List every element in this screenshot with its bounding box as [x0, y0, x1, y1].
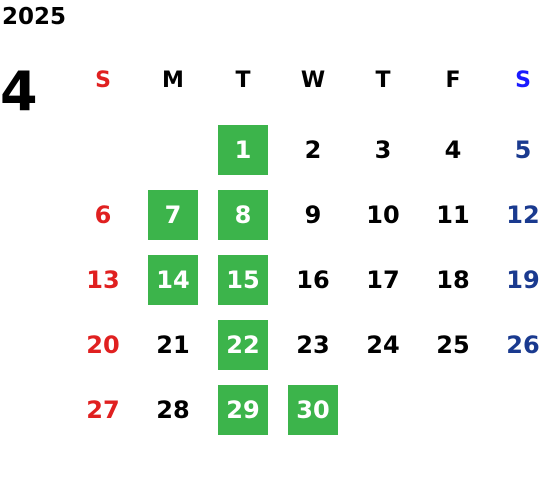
calendar-day[interactable]: 4 — [444, 136, 462, 164]
weekday-header: S — [515, 68, 531, 93]
calendar-day[interactable]: 27 — [86, 396, 120, 424]
weekday-header: M — [162, 68, 184, 93]
calendar-day[interactable]: 17 — [366, 266, 400, 294]
calendar-day[interactable]: 3 — [374, 136, 392, 164]
calendar-day[interactable]: 30 — [288, 385, 338, 435]
weekday-header: F — [445, 68, 461, 93]
calendar-day[interactable]: 15 — [218, 255, 268, 305]
weekday-header: W — [300, 68, 326, 93]
calendar-day[interactable]: 1 — [218, 125, 268, 175]
calendar-day[interactable]: 26 — [506, 331, 540, 359]
calendar-day[interactable]: 29 — [218, 385, 268, 435]
calendar-day[interactable]: 22 — [218, 320, 268, 370]
calendar-day[interactable]: 12 — [506, 201, 540, 229]
calendar-day[interactable]: 8 — [218, 190, 268, 240]
calendar-day[interactable]: 25 — [436, 331, 470, 359]
calendar-day[interactable]: 5 — [514, 136, 532, 164]
calendar-day[interactable]: 6 — [94, 201, 112, 229]
calendar-day[interactable]: 9 — [304, 201, 322, 229]
calendar-day[interactable]: 18 — [436, 266, 470, 294]
calendar-day[interactable]: 19 — [506, 266, 540, 294]
calendar-day[interactable]: 10 — [366, 201, 400, 229]
calendar-year: 2025 — [2, 4, 67, 30]
calendar-day[interactable]: 16 — [296, 266, 330, 294]
calendar-day[interactable]: 14 — [148, 255, 198, 305]
calendar-day[interactable]: 21 — [156, 331, 190, 359]
weekday-header: S — [95, 68, 111, 93]
calendar-day[interactable]: 28 — [156, 396, 190, 424]
weekday-header: T — [235, 68, 251, 93]
calendar-day[interactable]: 7 — [148, 190, 198, 240]
calendar-day[interactable]: 23 — [296, 331, 330, 359]
calendar-day[interactable]: 20 — [86, 331, 120, 359]
calendar-day[interactable]: 24 — [366, 331, 400, 359]
calendar-day[interactable]: 11 — [436, 201, 470, 229]
calendar-day[interactable]: 2 — [304, 136, 322, 164]
calendar-month: 4 — [0, 60, 38, 123]
weekday-header: T — [375, 68, 391, 93]
calendar-day[interactable]: 13 — [86, 266, 120, 294]
